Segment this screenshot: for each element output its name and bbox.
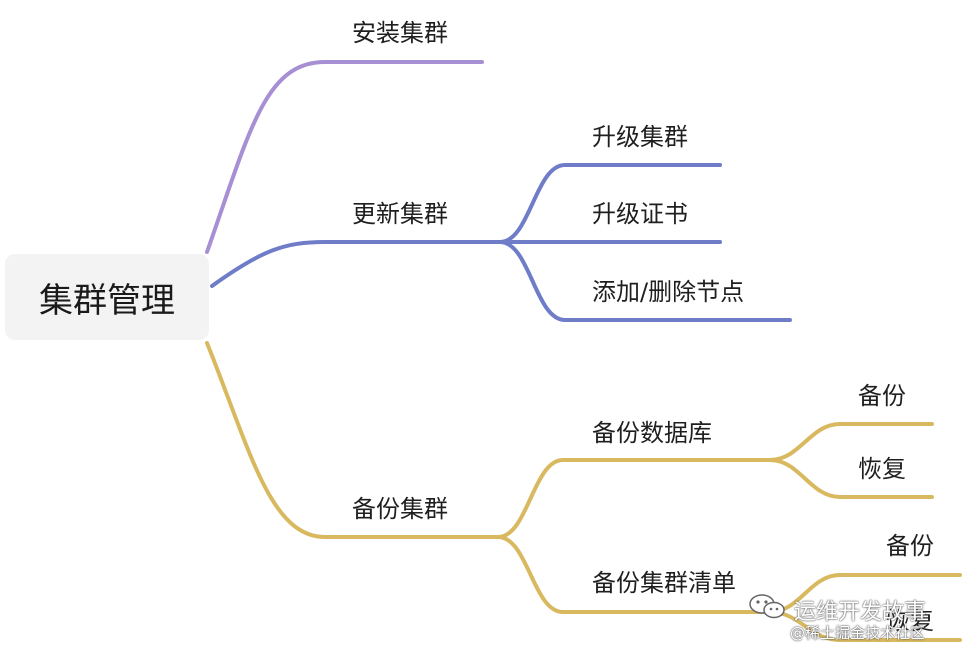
- node-install-cluster[interactable]: 安装集群: [352, 19, 448, 47]
- wechat-icon: [749, 594, 785, 619]
- node-upgrade-cert[interactable]: 升级证书: [592, 200, 688, 228]
- connector-upgrade-cluster: [498, 163, 722, 244]
- node-backup-cluster[interactable]: 备份集群: [352, 495, 448, 523]
- watermark-subtitle: @稀土掘金技术社区: [790, 624, 926, 642]
- connector-update: [210, 240, 502, 288]
- node-db-backup[interactable]: 备份: [858, 382, 906, 410]
- node-backup-db[interactable]: 备份数据库: [592, 419, 712, 447]
- root-node[interactable]: [5, 254, 209, 340]
- node-add-remove-node[interactable]: 添加/删除节点: [592, 278, 745, 306]
- node-backup-list[interactable]: 备份集群清单: [592, 569, 736, 597]
- connector-db-restore: [768, 458, 934, 499]
- connector-backup: [205, 341, 500, 539]
- root-node-label: 集群管理: [39, 280, 175, 321]
- connector-add-remove-node: [498, 240, 792, 322]
- node-list-backup[interactable]: 备份: [886, 532, 934, 560]
- connector-backup-list: [496, 535, 772, 614]
- connector-install: [205, 60, 484, 254]
- node-upgrade-cluster[interactable]: 升级集群: [592, 123, 688, 151]
- watermark-title: 运维开发故事: [794, 600, 927, 625]
- connector-backup-db: [496, 458, 772, 539]
- connector-db-backup: [768, 422, 934, 462]
- node-list-restore[interactable]: 恢复: [886, 607, 934, 635]
- node-update-cluster[interactable]: 更新集群: [352, 200, 448, 228]
- node-db-restore[interactable]: 恢复: [858, 455, 906, 483]
